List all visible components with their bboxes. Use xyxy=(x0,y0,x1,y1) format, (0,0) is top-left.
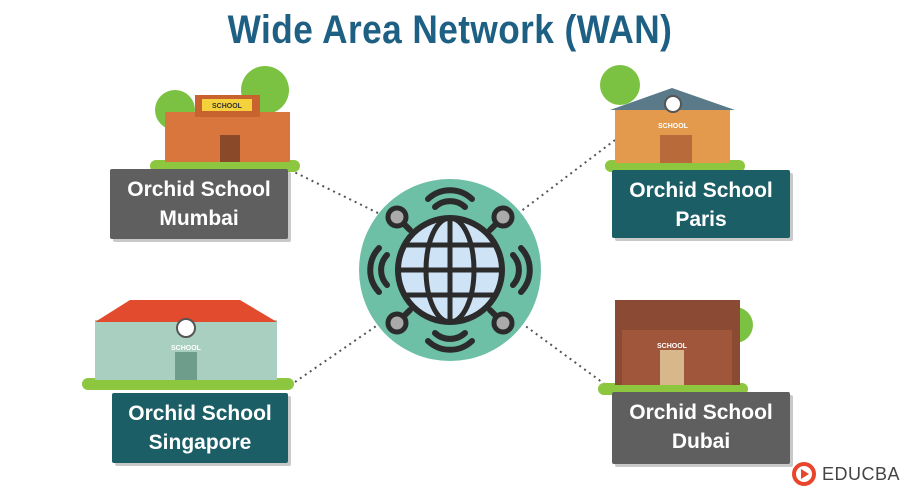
link-paris xyxy=(519,139,616,213)
link-dubai xyxy=(519,321,611,389)
school-sign: SCHOOL xyxy=(212,103,243,110)
educba-logo-icon xyxy=(792,462,816,486)
node-name: Orchid School xyxy=(128,402,272,425)
page-title: Wide Area Network (WAN) xyxy=(227,8,673,52)
node-city: Singapore xyxy=(148,431,252,454)
logo-text: EDUCBA xyxy=(822,463,900,484)
building-paris-icon xyxy=(600,65,745,172)
connection-lines xyxy=(289,139,616,389)
node-name: Orchid School xyxy=(629,179,773,202)
node-name: Orchid School xyxy=(629,401,773,424)
school-sign: SCHOOL xyxy=(657,343,688,350)
globe-network-icon xyxy=(359,179,541,361)
node-city: Dubai xyxy=(671,430,731,453)
building-mumbai-icon xyxy=(150,66,300,172)
node-city: Mumbai xyxy=(159,207,239,230)
node-dubai: Orchid School Dubai xyxy=(612,392,790,464)
building-dubai-icon xyxy=(598,300,753,395)
node-mumbai: Orchid School Mumbai xyxy=(110,169,288,239)
educba-logo: EDUCBA xyxy=(792,462,900,486)
node-city: Paris xyxy=(675,208,727,231)
node-name: Orchid School xyxy=(127,178,271,201)
school-sign: SCHOOL xyxy=(658,123,689,130)
node-singapore: Orchid School Singapore xyxy=(112,393,288,463)
building-singapore-icon xyxy=(82,300,294,390)
school-sign: SCHOOL xyxy=(171,345,202,352)
link-mumbai xyxy=(289,169,383,216)
link-singapore xyxy=(294,321,383,383)
node-paris: Orchid School Paris xyxy=(612,170,790,238)
